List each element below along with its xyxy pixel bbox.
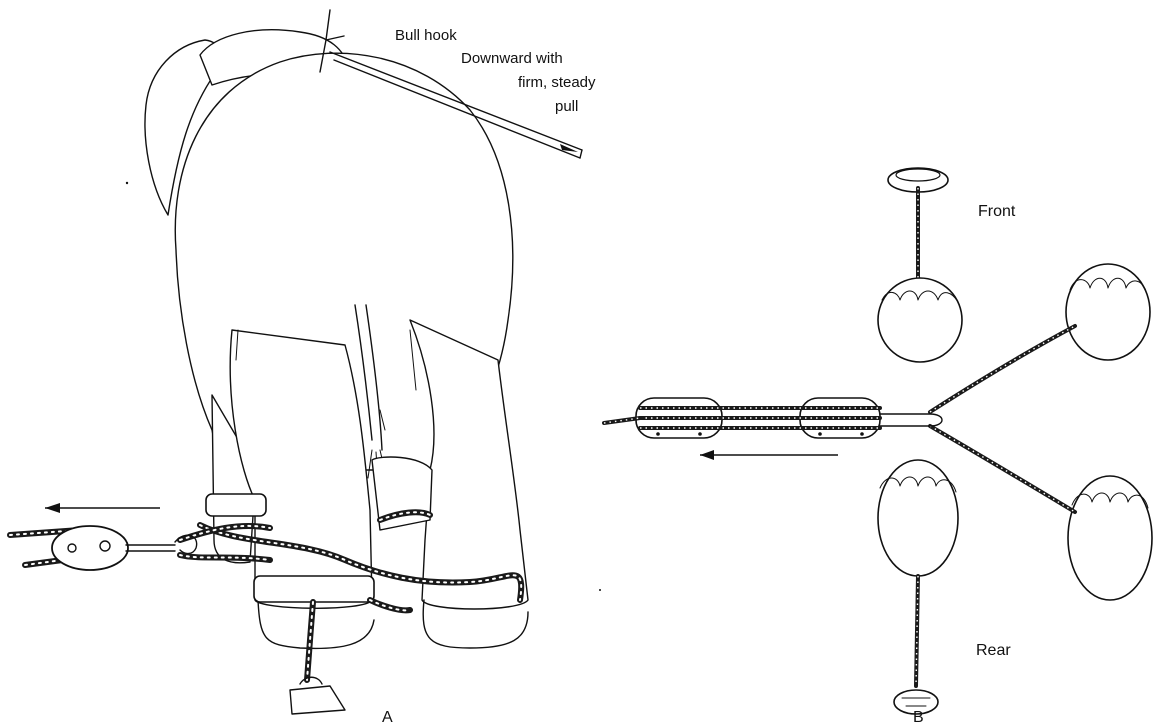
left-ankle-cuff bbox=[254, 576, 374, 602]
rope-to-stake bbox=[307, 602, 313, 680]
lead-rope bbox=[604, 418, 640, 423]
rear-label: Rear bbox=[976, 642, 1011, 659]
pull-arrow-b bbox=[700, 450, 838, 460]
ground-anchor bbox=[290, 677, 345, 714]
panel-b-illustration: Front Rear B bbox=[604, 168, 1152, 725]
right-front-foot bbox=[1066, 264, 1150, 360]
panel-a-illustration: Bull hook Downward with firm, steady pul… bbox=[10, 10, 596, 725]
back-ankle-cuff bbox=[206, 494, 266, 516]
panel-b-shackle bbox=[876, 414, 942, 426]
rear-foot-assembly bbox=[878, 460, 958, 714]
front-label: Front bbox=[978, 203, 1016, 220]
pulley-block bbox=[52, 526, 128, 570]
instruction-line-1: Downward with bbox=[461, 50, 563, 67]
bull-hook-label: Bull hook bbox=[395, 27, 457, 44]
stray-mark bbox=[126, 182, 128, 184]
panel-b-label: B bbox=[913, 709, 924, 725]
rear-foot bbox=[878, 460, 958, 576]
pull-arrow-a bbox=[45, 503, 160, 513]
left-leg bbox=[230, 330, 372, 608]
front-foot-assembly bbox=[878, 168, 962, 362]
right-top-foot-assembly bbox=[1066, 264, 1150, 360]
stray-mark bbox=[599, 589, 601, 591]
front-foot bbox=[878, 278, 962, 362]
instruction-line-2: firm, steady bbox=[518, 74, 596, 91]
panel-b-pulley-blocks bbox=[604, 398, 880, 438]
panel-a-label: A bbox=[382, 709, 393, 725]
instruction-line-3: pull bbox=[555, 98, 578, 115]
right-bottom-foot-assembly bbox=[1068, 476, 1152, 600]
